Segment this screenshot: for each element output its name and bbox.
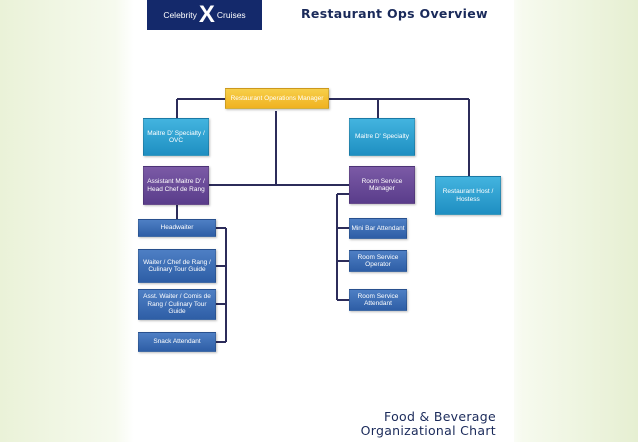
logo-x-mark: X	[198, 1, 215, 28]
org-box-assistant-maitre-d: Assistant Maitre D' / Head Chef de Rang	[143, 166, 209, 205]
org-box-headwaiter: Headwaiter	[138, 219, 216, 237]
logo-line-text: Cruises	[216, 10, 246, 20]
org-box-snack-attendant: Snack Attendant	[138, 332, 216, 352]
org-box-restaurant-operations-manager: Restaurant Operations Manager	[225, 88, 329, 109]
chart-caption: Food & Beverage Organizational Chart	[318, 410, 496, 438]
org-chart-connectors	[176, 98, 470, 343]
org-box-maitre-d-specialty: Maitre D' Specialty	[349, 118, 415, 156]
caption-line-1: Food & Beverage	[384, 409, 496, 424]
org-box-room-service-attendant: Room Service Attendant	[349, 289, 407, 311]
org-box-asst-waiter-comis-de-rang: Asst. Waiter / Comis de Rang / Culinary …	[138, 289, 216, 320]
page-title: Restaurant Ops Overview	[301, 6, 488, 21]
org-box-mini-bar-attendant: Mini Bar Attendant	[349, 218, 407, 239]
org-box-restaurant-host-hostess: Restaurant Host / Hostess	[435, 176, 501, 215]
celebrity-cruises-logo: Celebrity X Cruises	[147, 0, 262, 30]
org-box-room-service-operator: Room Service Operator	[349, 250, 407, 272]
org-box-waiter-chef-de-rang: Waiter / Chef de Rang / Culinary Tour Gu…	[138, 249, 216, 283]
caption-line-2: Organizational Chart	[360, 423, 496, 438]
logo-brand-text: Celebrity	[163, 10, 197, 20]
org-box-maitre-d-specialty-ovc: Maitre D' Specialty / OVC	[143, 118, 209, 156]
org-box-room-service-manager: Room Service Manager	[349, 166, 415, 204]
document-page: Celebrity X Cruises Restaurant Ops Overv…	[138, 0, 514, 442]
